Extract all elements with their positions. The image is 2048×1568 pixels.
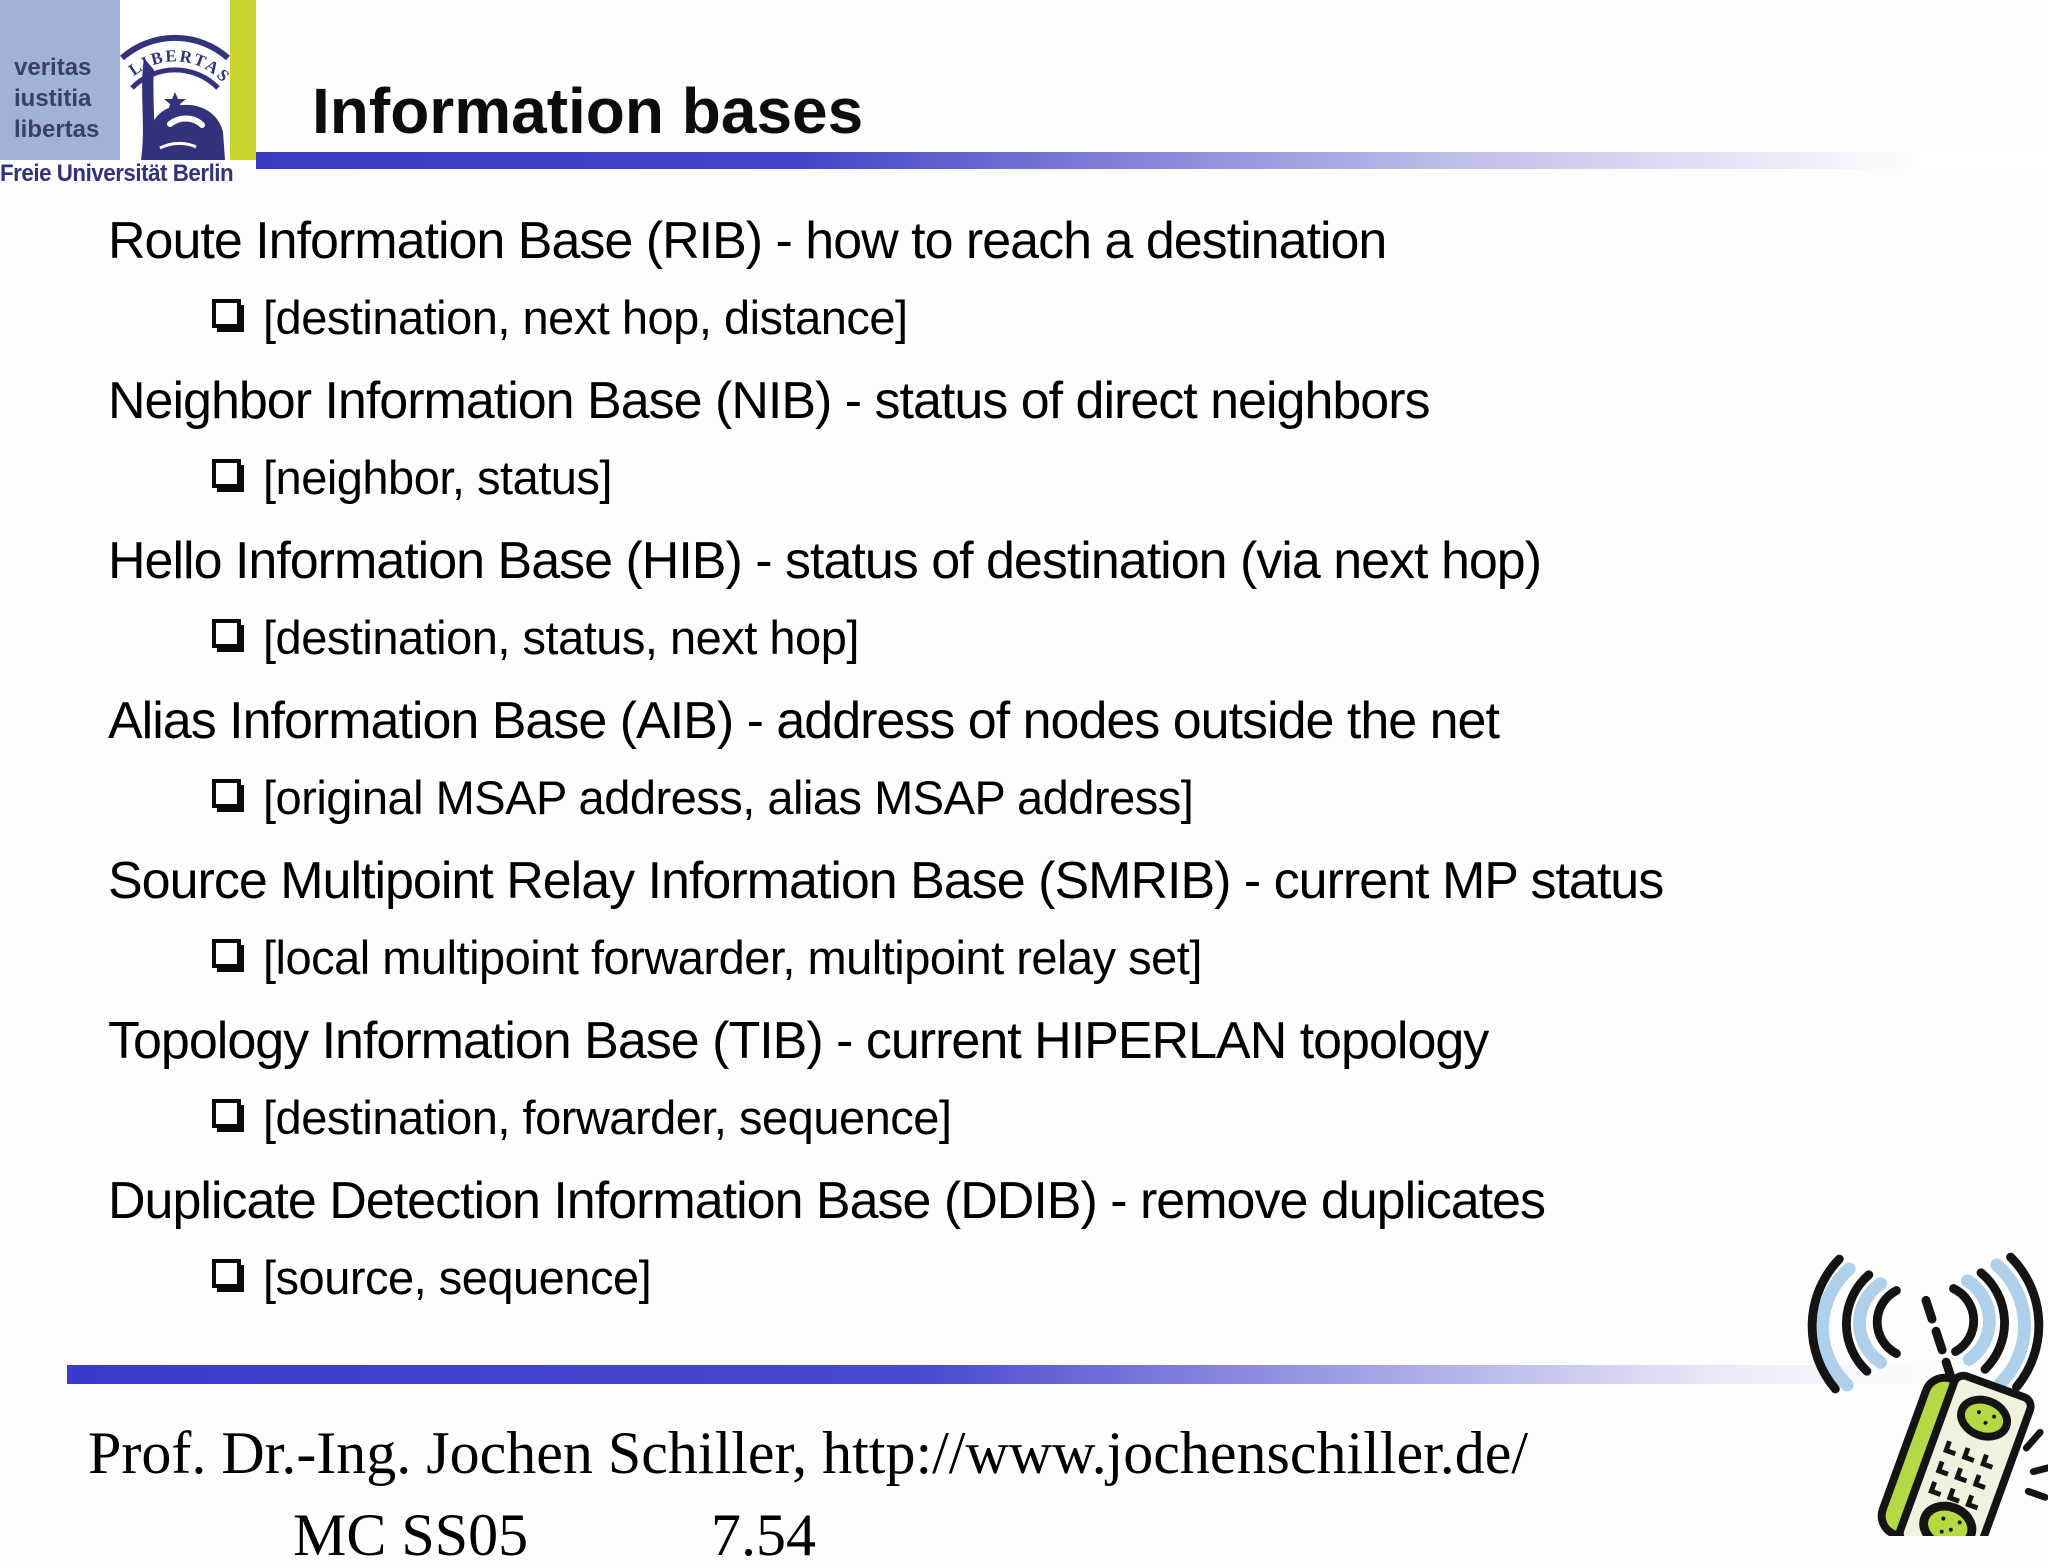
signal-waves-blue [1816,1258,2031,1392]
mobile-phone-icon [1807,1252,2048,1536]
bullet-heading: Route Information Base (RIB) - how to re… [108,212,1387,270]
bullet-group-nib: Neighbor Information Base (NIB) - status… [85,372,2035,532]
square-bullet-icon [212,619,241,648]
footer-author: Prof. Dr.-Ing. Jochen Schiller, http://w… [88,1420,1529,1486]
ring-dashes-icon [2022,1428,2048,1501]
bullet-detail: [destination, forwarder, sequence] [263,1091,952,1144]
bullet-list: Route Information Base (RIB) - how to re… [85,212,2035,1332]
bullet-detail: [original MSAP address, alias MSAP addre… [263,771,1194,824]
speaker-icon [1919,1501,1977,1536]
bullet-heading: Topology Information Base (TIB) - curren… [108,1012,1489,1070]
footer-course: MC SS05 [293,1502,529,1568]
signal-waves-black [1807,1252,2044,1394]
slide-title: Information bases [312,74,864,147]
fu-berlin-seal: LIBERTAS [120,0,230,160]
square-bullet-icon [212,939,241,968]
bullet-group-tib: Topology Information Base (TIB) - curren… [85,1012,2035,1172]
square-bullet-icon [212,1259,241,1288]
square-bullet-icon [212,459,241,488]
bullet-subitem: [destination, forwarder, sequence] [212,1091,952,1144]
square-bullet-icon [212,779,241,808]
footer-divider-bar [67,1365,1960,1384]
bullet-heading: Neighbor Information Base (NIB) - status… [108,372,1431,430]
keypad-icon [1928,1440,1994,1511]
bullet-subitem: [destination, next hop, distance] [212,292,908,344]
bullet-subitem: [original MSAP address, alias MSAP addre… [212,771,1194,824]
bullet-heading: Hello Information Base (HIB) - status of… [108,532,1542,590]
bullet-detail: [source, sequence] [263,1251,652,1304]
motto-line-veritas: veritas [14,54,92,81]
bullet-group-hib: Hello Information Base (HIB) - status of… [85,532,2035,692]
bullet-heading: Source Multipoint Relay Information Base… [108,852,1664,910]
footer-slide-number: 7.54 [711,1502,816,1568]
bullet-detail: [local multipoint forwarder, multipoint … [263,931,1202,984]
title-divider-bar [256,152,2048,169]
logo-motto: veritas iustitia libertas [14,52,99,145]
motto-line-libertas: libertas [14,116,100,143]
bullet-subitem: [local multipoint forwarder, multipoint … [212,932,1202,984]
bullet-subitem: [destination, status, next hop] [212,612,859,664]
bullet-group-aib: Alias Information Base (AIB) - address o… [85,692,2035,852]
logo-accent-bar [230,0,256,160]
bullet-group-rib: Route Information Base (RIB) - how to re… [85,212,2035,372]
bullet-subitem: [source, sequence] [212,1251,652,1304]
square-bullet-icon [212,1099,241,1128]
square-bullet-icon [212,299,241,328]
mobile-phone-clipart [1733,1238,2048,1536]
bullet-detail: [neighbor, status] [263,451,612,504]
motto-line-iustitia: iustitia [14,85,92,112]
seal-graphic: LIBERTAS [120,0,230,160]
phone-body [1877,1371,2035,1536]
university-name: Freie Universität Berlin [0,160,234,187]
bullet-detail: [destination, status, next hop] [263,611,859,664]
bullet-heading: Duplicate Detection Information Base (DD… [108,1172,1546,1230]
bullet-heading: Alias Information Base (AIB) - address o… [108,692,1500,750]
bullet-detail: [destination, next hop, distance] [263,291,908,344]
bullet-group-smrib: Source Multipoint Relay Information Base… [85,852,2035,1012]
earpiece-icon [1957,1395,2012,1441]
bullet-subitem: [neighbor, status] [212,452,612,504]
logo-background [0,0,120,160]
bullet-group-ddib: Duplicate Detection Information Base (DD… [85,1172,2035,1332]
